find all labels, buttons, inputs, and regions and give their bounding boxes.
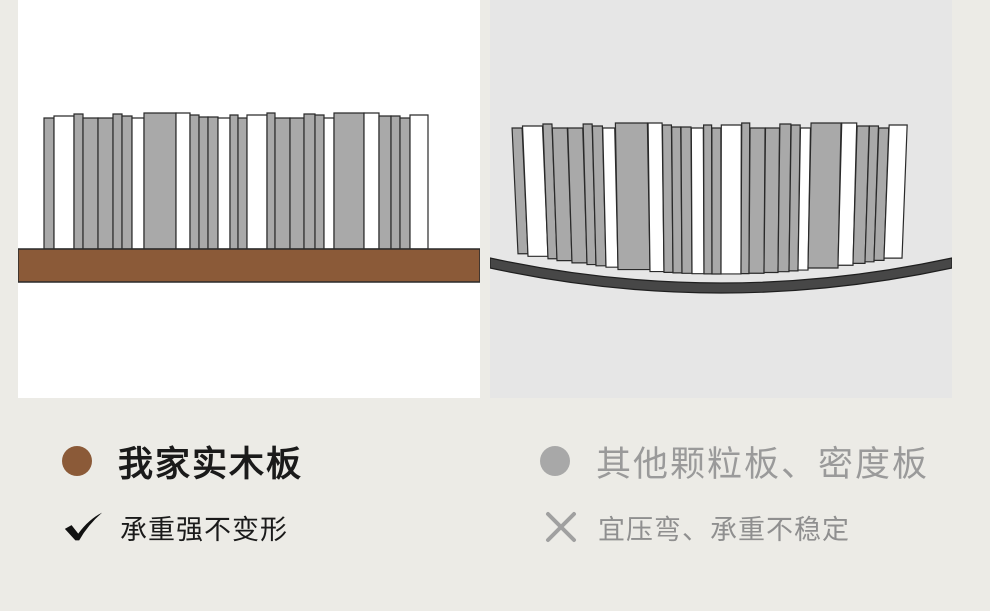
particle-board-drawback: 宜压弯、承重不稳定 <box>540 507 929 547</box>
book-spine <box>390 115 401 250</box>
particle-board-shelf-illustration <box>490 0 952 398</box>
book-spine <box>378 115 392 250</box>
book-spine <box>121 115 133 250</box>
book-spine <box>852 125 870 264</box>
brown-dot-icon <box>62 446 92 476</box>
book-spine <box>777 123 792 273</box>
book-spine <box>217 117 231 250</box>
book-spine <box>647 122 665 273</box>
bent-shelf-drawing <box>490 122 952 294</box>
book-spine <box>246 114 268 250</box>
solid-wood-title: 我家实木板 <box>118 444 304 485</box>
book-spine <box>314 114 325 250</box>
book-spine <box>807 122 842 269</box>
book-spine <box>720 124 742 275</box>
solid-wood-plank <box>18 248 480 283</box>
book-spine <box>289 117 305 250</box>
solid-wood-shelf-illustration <box>18 0 480 398</box>
particle-board-title: 其他颗粒板、密度板 <box>596 444 930 485</box>
book-spine <box>614 122 651 271</box>
book-spine <box>112 113 123 250</box>
book-spine <box>703 124 713 275</box>
book-spine <box>797 127 812 271</box>
book-spine <box>690 127 705 275</box>
book-spine <box>143 112 177 250</box>
flat-shelf-drawing <box>18 112 480 283</box>
book-spine <box>207 116 219 250</box>
book-spine <box>671 126 683 274</box>
book-spine <box>409 114 429 250</box>
book-spine <box>274 117 291 250</box>
cross-icon <box>540 510 582 544</box>
book-spine <box>399 117 411 250</box>
book-spine <box>333 112 365 250</box>
book-spine <box>883 124 908 259</box>
solid-wood-heading: 我家实木板 <box>62 435 303 487</box>
book-spine <box>198 116 209 250</box>
book-spine <box>82 117 99 250</box>
particle-board-caption: 其他颗粒板、密度板 宜压弯、承重不稳定 <box>540 435 929 547</box>
book-spine <box>748 127 766 274</box>
book-spine <box>189 114 200 250</box>
book-spine <box>740 122 751 275</box>
book-spine <box>53 115 75 250</box>
book-spine <box>837 122 858 266</box>
book-spine <box>97 117 114 250</box>
solid-wood-benefit: 承重强不变形 <box>62 507 303 547</box>
check-icon <box>62 510 104 544</box>
book-spine <box>266 112 276 250</box>
book-spine <box>711 127 722 275</box>
book-spine <box>131 117 145 250</box>
book-spine <box>788 124 801 272</box>
book-spine <box>363 112 380 250</box>
book-spine <box>303 113 316 250</box>
solid-wood-benefit-text: 承重强不变形 <box>120 514 288 546</box>
book-spine <box>175 112 191 250</box>
book-spine <box>763 127 781 274</box>
gray-dot-icon <box>540 446 570 476</box>
book-spine <box>229 114 239 250</box>
book-spine <box>323 117 335 250</box>
book-spine <box>43 117 55 250</box>
book-spine <box>680 126 693 274</box>
book-spine <box>237 117 248 250</box>
book-spine <box>73 113 84 250</box>
particle-board-drawback-text: 宜压弯、承重不稳定 <box>598 514 850 546</box>
solid-wood-caption: 我家实木板 承重强不变形 <box>62 435 303 547</box>
bent-particle-board <box>490 257 952 294</box>
particle-board-heading: 其他颗粒板、密度板 <box>540 435 929 487</box>
